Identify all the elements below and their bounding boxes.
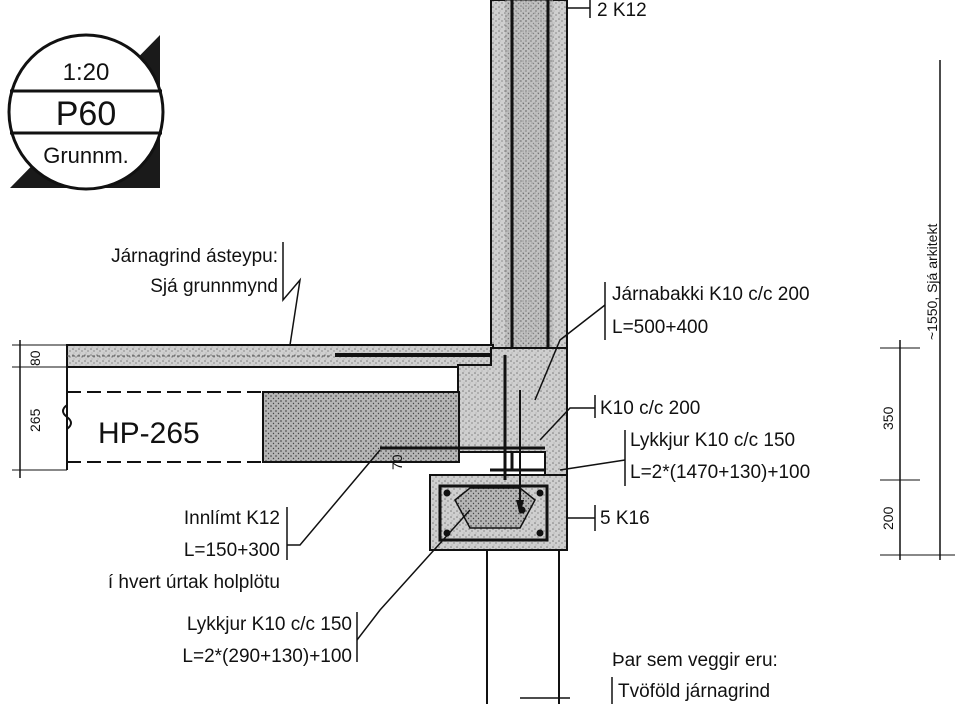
- label-glued2: L=150+300: [184, 540, 280, 561]
- label-k16: 5 K16: [600, 508, 650, 529]
- label-walls2: Tvöföld járnagrind: [618, 681, 770, 702]
- wall-below: [486, 550, 570, 704]
- hollowcore-slab: HP-265: [62, 367, 263, 470]
- dim-350: 350: [880, 406, 896, 430]
- topping-slab: [66, 344, 505, 368]
- dim-architect: ~1550, Sjá arkitekt: [924, 224, 940, 340]
- label-top-bars: 2 K12: [597, 0, 647, 21]
- label-loop2-a: Lykkjur K10 c/c 150: [187, 614, 352, 635]
- right-dimension: 350 200 ~1550, Sjá arkitekt: [880, 60, 955, 560]
- label-grid-cast2: Sjá grunnmynd: [150, 276, 278, 297]
- label-tray2: L=500+400: [612, 317, 708, 338]
- label-loop2-b: L=2*(290+130)+100: [182, 646, 352, 667]
- label-tray1: Járnabakki K10 c/c 200: [612, 284, 810, 305]
- hollowcore-fill: [262, 391, 460, 463]
- label-loop1-a: Lykkjur K10 c/c 150: [630, 430, 795, 451]
- leader-lines: [282, 0, 626, 704]
- label-k10: K10 c/c 200: [600, 398, 700, 419]
- annotations: 2 K12 Járnagrind ásteypu: Sjá grunnmynd …: [108, 0, 810, 702]
- detail-tag: 1:20 P60 Grunnm.: [7, 33, 165, 191]
- label-walls1: Þar sem veggir eru:: [612, 650, 778, 671]
- label-grid-cast1: Járnagrind ásteypu:: [111, 246, 278, 267]
- tag-circle: [7, 33, 165, 191]
- label-glued1: Innlímt K12: [184, 508, 280, 529]
- concrete-wall: [490, 0, 568, 470]
- joint-concrete: [262, 347, 568, 551]
- tag-code: P60: [56, 95, 117, 133]
- label-glued3: í hvert úrtak holplötu: [108, 572, 280, 593]
- dim-70: 70: [389, 454, 405, 470]
- tag-scale: 1:20: [63, 59, 110, 86]
- tag-label: Grunnm.: [43, 143, 129, 168]
- label-loop1-b: L=2*(1470+130)+100: [630, 462, 810, 483]
- slab-label: HP-265: [98, 417, 200, 450]
- dim-265: 265: [27, 408, 43, 432]
- left-dimension: 80 265 70: [12, 340, 405, 478]
- dim-80: 80: [27, 350, 43, 366]
- dim-200: 200: [880, 506, 896, 530]
